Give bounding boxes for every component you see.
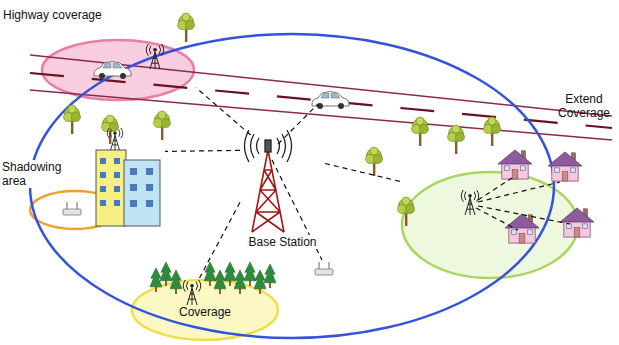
region-label: Highway coverage — [3, 8, 123, 22]
car — [312, 92, 349, 110]
radio-link — [200, 202, 241, 278]
terminal — [63, 202, 81, 215]
base-station: Base Station — [240, 135, 325, 250]
region-label: Shadowing area — [2, 160, 64, 188]
trees — [64, 13, 501, 226]
region-label: Extend Coverage — [553, 92, 615, 120]
car — [94, 62, 131, 80]
radio-link — [325, 164, 400, 182]
radio-link — [272, 104, 570, 260]
buildings — [96, 150, 160, 226]
relay-antenna — [183, 280, 201, 305]
relay-antenna — [461, 190, 479, 215]
region-label: Base Station — [240, 235, 325, 249]
relay-antenna — [107, 128, 122, 150]
base-station-tower — [245, 130, 292, 232]
region-label: Coverage — [130, 305, 280, 319]
houses — [498, 150, 594, 243]
forest — [150, 262, 276, 294]
radio-link — [196, 88, 251, 135]
cell-coverage — [30, 34, 554, 338]
terminal — [315, 262, 333, 275]
radio-link — [165, 150, 240, 151]
relay-antenna — [146, 44, 164, 69]
